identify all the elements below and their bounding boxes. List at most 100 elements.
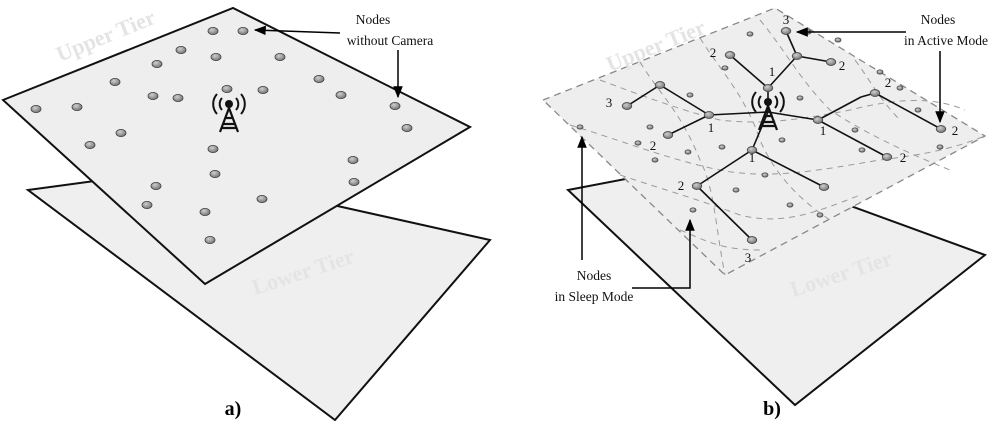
sleep-mode-node [721,65,729,71]
sleep-mode-node [896,85,904,91]
node-group [30,26,413,244]
active-mode-node [818,183,830,191]
active-mode-node [654,81,666,89]
sleep-mode-node [634,140,642,146]
node-without-camera [207,26,219,35]
hop-label-group: 3 2 1 2 1 2 3 1 2 2 2 1 2 3 [606,12,959,265]
active-mode-node [812,116,824,124]
node-without-camera [401,124,413,133]
callout-arrow [632,218,695,289]
hop-count-label: 2 [650,138,657,153]
sleep-mode-node [689,207,697,213]
node-without-camera [175,46,187,55]
callout-arrow [253,25,341,36]
caption-b: b) [763,398,781,420]
callout-active-line1: Nodes [921,12,956,27]
node-without-camera [335,91,347,100]
node-without-camera [115,128,127,137]
node-without-camera [84,140,96,149]
node-without-camera [210,53,222,62]
node-without-camera [204,235,216,244]
sleep-mode-node [746,31,754,37]
node-without-camera [147,92,159,101]
hop-count-label: 2 [900,150,907,165]
sleep-mode-node [796,95,804,101]
panel-a: Lower Tier Upper Tier Nodes without Came… [1,4,492,421]
sleep-mode-node [718,144,726,150]
node-without-camera [389,102,401,111]
active-mode-node [791,52,803,60]
node-without-camera [30,105,42,114]
node-without-camera [209,169,221,178]
node-without-camera [313,75,325,84]
active-mode-node [762,84,774,92]
active-mode-node [869,89,881,97]
sleep-mode-node [686,92,694,98]
node-without-camera [71,103,83,112]
hop-count-label: 3 [745,250,752,265]
node-group [621,27,947,244]
upper-tier-plane [1,6,473,286]
active-mode-node [703,111,715,119]
sleep-mode-node [576,124,584,130]
hop-count-label: 1 [708,120,715,135]
node-without-camera [274,53,286,62]
active-mode-node [881,153,893,161]
sleep-mode-node [858,147,866,153]
callout-active-line2: in Active Mode [904,33,988,48]
node-without-camera [141,200,153,209]
sleep-mode-node [684,149,692,155]
node-without-camera [151,60,163,69]
node-without-camera [172,94,184,103]
hop-count-label: 2 [952,123,959,138]
sleep-mode-node [778,137,786,143]
routing-tree [626,30,942,241]
node-without-camera [348,177,360,186]
hop-count-label: 2 [710,45,717,60]
hop-count-label: 1 [749,150,756,165]
node-without-camera [257,86,269,95]
callout-sleep-line1: Nodes [577,268,612,283]
active-mode-node [935,125,947,133]
sleep-mode-node [786,202,794,208]
node-without-camera [221,85,233,94]
active-mode-node [662,131,674,139]
node-without-camera [256,194,268,203]
cluster-grid [569,19,986,276]
hop-count-label: 2 [678,178,685,193]
caption-a: a) [225,398,242,420]
active-mode-node [825,58,837,66]
sleep-mode-node [646,124,654,130]
hop-count-label: 1 [769,64,776,79]
sleep-mode-node [876,69,884,75]
sleep-mode-node [851,127,859,133]
hop-count-label: 2 [839,58,846,73]
active-mode-node [746,236,758,244]
node-without-camera [237,26,249,35]
node-without-camera [347,155,359,164]
sleep-mode-node [816,212,824,218]
callout-nodes-line1: Nodes [356,12,391,27]
hop-count-label: 1 [820,123,827,138]
sleep-mode-node [834,37,842,43]
sleep-mode-node [761,172,769,178]
node-without-camera [199,207,211,216]
node-group [576,29,944,218]
active-mode-node [691,182,703,190]
upper-tier-plane [541,7,987,276]
antenna-tower-icon [751,91,785,131]
panel-b: Lower Tier Upper Tier [541,7,988,420]
node-without-camera [207,144,219,153]
active-mode-node [621,102,633,110]
hop-count-label: 3 [783,12,790,27]
sleep-mode-node [914,107,922,113]
antenna-tower-icon [212,93,246,133]
node-without-camera [109,78,121,87]
sleep-mode-node [936,144,944,150]
hop-count-label: 2 [885,75,892,90]
sleep-mode-node [651,157,659,163]
sleep-mode-node [732,187,740,193]
hop-count-label: 3 [606,95,613,110]
callout-nodes-line2: without Camera [347,33,434,48]
